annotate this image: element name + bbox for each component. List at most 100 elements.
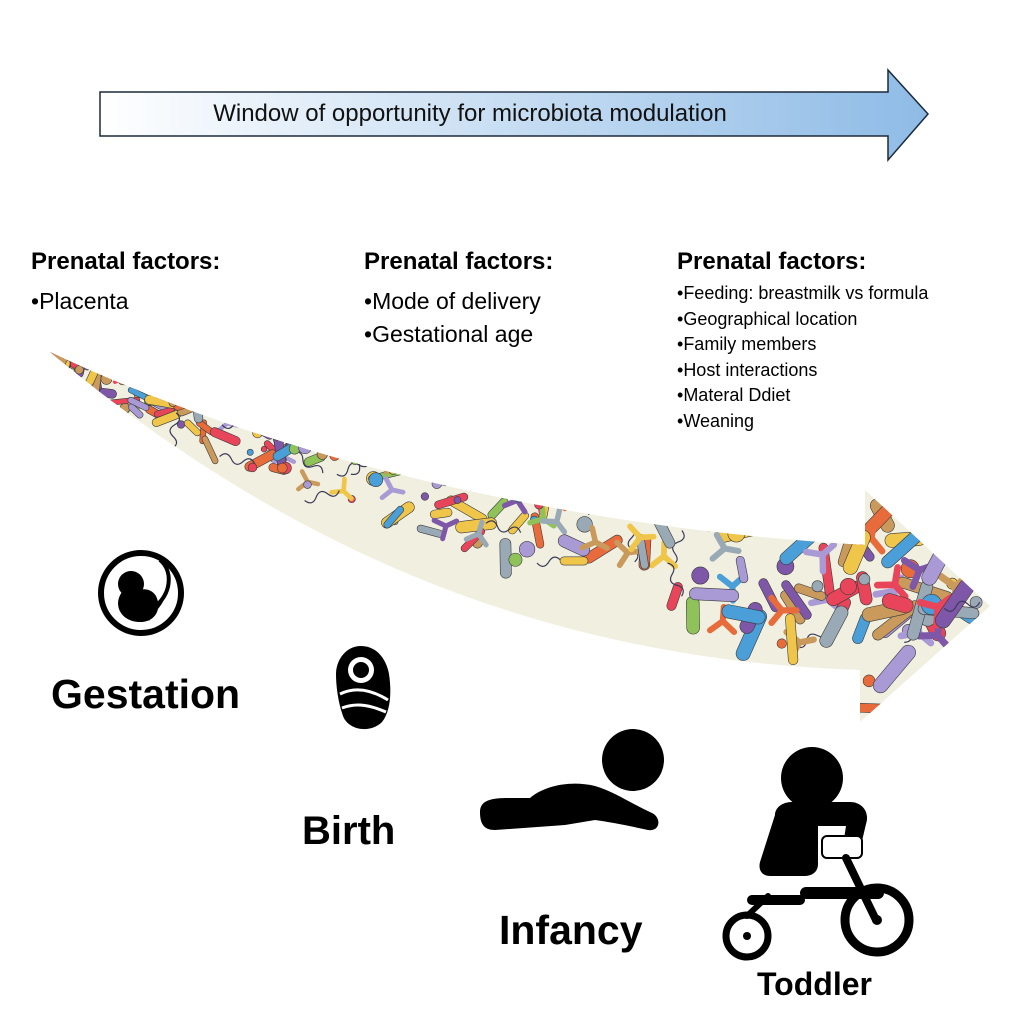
microbe-shape [207, 391, 220, 412]
microbe-shape [943, 600, 981, 612]
microbe-shape [374, 451, 386, 463]
factor-column-birth: Prenatal factors: Mode of delivery Gesta… [364, 247, 553, 351]
microbe-shape [440, 476, 451, 487]
microbe-shape [374, 452, 401, 475]
microbe-shape [453, 496, 462, 504]
fetus-icon [98, 550, 184, 636]
microbe-shape [127, 403, 144, 419]
microbe-shape [329, 427, 351, 461]
microbe-shape [304, 490, 340, 504]
factor-item: Geographical location [677, 307, 928, 333]
microbe-shape [559, 556, 589, 566]
microbe-shape [368, 472, 384, 487]
microbe-shape [811, 580, 824, 593]
microbe-shape [168, 398, 178, 408]
microbe-shape [297, 439, 313, 455]
microbe-shape [247, 462, 258, 473]
microbe-shape [83, 363, 91, 371]
microbe-shape [362, 438, 391, 460]
microbe-shape [520, 465, 551, 502]
microbe-shape [260, 445, 268, 453]
stage-label-toddler: Toddler [757, 966, 872, 1002]
microbe-shape [352, 428, 361, 456]
microbe-shape [74, 365, 84, 375]
microbe-shape [379, 476, 406, 501]
factor-item: Feeding: breastmilk vs formula [677, 281, 928, 307]
microbe-shape [666, 582, 683, 611]
microbe-shape [351, 457, 359, 466]
microbe-shape [295, 425, 308, 438]
microbe-shape [508, 552, 523, 567]
microbe-shape [702, 499, 720, 532]
microbe-shape [557, 534, 591, 557]
microbe-shape [183, 419, 202, 437]
microbe-shape [252, 427, 263, 439]
microbe-shape [303, 480, 312, 489]
microbe-shape [173, 394, 204, 411]
microbe-shape [100, 373, 113, 385]
microbe-shape [457, 451, 487, 480]
microbe-shape [518, 541, 536, 558]
window-arrow-label: Window of opportunity for microbiota mod… [213, 100, 727, 127]
microbe-shape [361, 455, 371, 466]
factor-heading: Prenatal factors: [31, 248, 221, 275]
microbe-shape [485, 520, 522, 533]
microbe-shape [873, 564, 909, 600]
window-arrow-shape [99, 68, 930, 163]
factor-item: Host interactions [677, 358, 928, 384]
factor-heading: Prenatal factors: [677, 248, 867, 275]
microbe-shape [495, 472, 525, 501]
microbe-shape [667, 562, 684, 597]
microbe-shape [463, 519, 489, 548]
microbe-shape [576, 516, 593, 533]
microbe-shape [322, 430, 335, 451]
microbe-shape [429, 507, 453, 519]
factor-heading: Prenatal factors: [364, 248, 554, 275]
factor-column-postnatal: Prenatal factors: Feeding: breastmilk vs… [677, 247, 928, 434]
window-of-opportunity-arrow [99, 68, 930, 163]
stage-label-infancy: Infancy [499, 907, 643, 953]
microbe-shape [839, 578, 857, 596]
stage-label-gestation: Gestation [51, 671, 241, 717]
microbe-shape [219, 453, 256, 465]
microbe-shape [460, 463, 495, 480]
microbe-shape [579, 525, 610, 551]
microbe-shape [512, 487, 527, 503]
microbe-shape [336, 460, 371, 477]
microbe-shape [533, 473, 550, 490]
microbe-shape [689, 587, 740, 603]
microbe-shape [50, 352, 61, 369]
microbe-shape [685, 596, 700, 635]
microbe-shape [316, 448, 328, 460]
microbe-shape [246, 448, 254, 456]
microbe-shape [431, 457, 457, 489]
microbe-shape [648, 539, 679, 570]
tricycle-toddler-icon [722, 747, 914, 961]
microbe-shape [546, 482, 574, 512]
microbe-shape [248, 412, 256, 420]
microbe-shape [277, 462, 288, 474]
microbe-shape [858, 573, 871, 586]
factor-item: Weaning [677, 409, 928, 435]
microbe-shape [776, 638, 787, 649]
factor-item: Materal Ddiet [677, 383, 928, 409]
microbe-shape [201, 435, 219, 465]
factor-item: Placenta [31, 285, 220, 318]
microbe-shape [627, 523, 657, 553]
factor-item: Family members [677, 332, 928, 358]
microbe-shape [872, 644, 916, 694]
microbe-shape [209, 427, 241, 446]
factor-list: Feeding: breastmilk vs formula Geographi… [677, 281, 928, 434]
microbe-shape [539, 505, 568, 535]
microbe-shape [620, 496, 651, 517]
factor-list: Mode of delivery Gestational age [364, 285, 553, 351]
stage-label-birth: Birth [302, 809, 396, 853]
microbe-shape [969, 596, 983, 609]
microbe-shape [802, 541, 838, 575]
microbe-shape [127, 396, 150, 411]
microbe-shape [768, 594, 800, 627]
microbe-shape [819, 605, 849, 648]
microbe-shape [794, 583, 827, 601]
microbe-shape [333, 429, 349, 455]
factor-item: Mode of delivery [364, 285, 553, 318]
